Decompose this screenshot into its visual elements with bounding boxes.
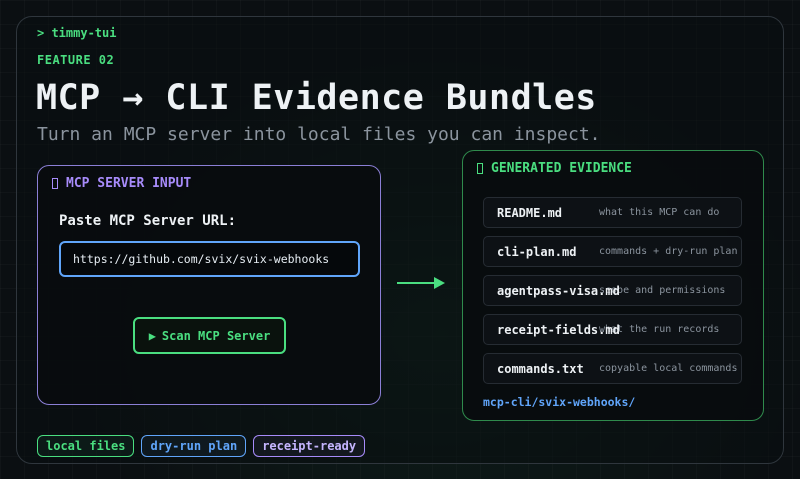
file-description: what the run records	[599, 324, 720, 335]
input-panel-heading: MCP SERVER INPUT	[52, 176, 191, 191]
play-icon: ▶	[148, 328, 156, 343]
output-panel-title: GENERATED EVIDENCE	[491, 161, 632, 176]
file-item-commands[interactable]: commands.txt copyable local commands	[483, 353, 742, 384]
feature-label: FEATURE 02	[37, 53, 115, 67]
tag-receipt-ready: receipt-ready	[253, 435, 366, 457]
scan-button-label: Scan MCP Server	[161, 328, 271, 343]
file-name: agentpass-visa.md	[497, 284, 620, 298]
arrow-right-icon	[397, 277, 445, 289]
file-description: what this MCP can do	[599, 207, 720, 218]
box-icon	[477, 163, 483, 174]
page-title: MCP → CLI Evidence Bundles	[36, 78, 597, 118]
output-panel-heading: GENERATED EVIDENCE	[477, 161, 632, 176]
feature-tags: local files dry-run plan receipt-ready	[37, 435, 366, 457]
file-name: cli-plan.md	[497, 245, 577, 259]
file-item-cli-plan[interactable]: cli-plan.md commands + dry-run plan	[483, 236, 742, 267]
page-subtitle: Turn an MCP server into local files you …	[37, 124, 601, 145]
file-item-readme[interactable]: README.md what this MCP can do	[483, 197, 742, 228]
file-item-receipt-fields[interactable]: receipt-fields.md what the run records	[483, 314, 742, 345]
tag-local-files: local files	[37, 435, 135, 457]
evidence-file-list: README.md what this MCP can do cli-plan.…	[483, 197, 742, 392]
box-icon	[52, 178, 58, 189]
file-description: scope and permissions	[599, 285, 726, 296]
terminal-prompt: > timmy-tui	[37, 26, 117, 40]
file-name: README.md	[497, 206, 563, 220]
file-name: receipt-fields.md	[497, 323, 620, 337]
url-field-label: Paste MCP Server URL:	[59, 213, 237, 229]
output-path: mcp-cli/svix-webhooks/	[483, 395, 636, 409]
mcp-server-input-panel: MCP SERVER INPUT Paste MCP Server URL: ▶…	[37, 165, 381, 405]
tag-dry-run-plan: dry-run plan	[141, 435, 247, 457]
file-description: commands + dry-run plan	[599, 246, 738, 257]
scan-mcp-server-button[interactable]: ▶ Scan MCP Server	[133, 317, 286, 354]
input-panel-title: MCP SERVER INPUT	[66, 176, 192, 191]
file-name: commands.txt	[497, 362, 584, 376]
file-item-agentpass-visa[interactable]: agentpass-visa.md scope and permissions	[483, 275, 742, 306]
file-description: copyable local commands	[599, 363, 738, 374]
generated-evidence-panel: GENERATED EVIDENCE README.md what this M…	[462, 150, 764, 421]
mcp-url-input[interactable]	[59, 241, 360, 277]
